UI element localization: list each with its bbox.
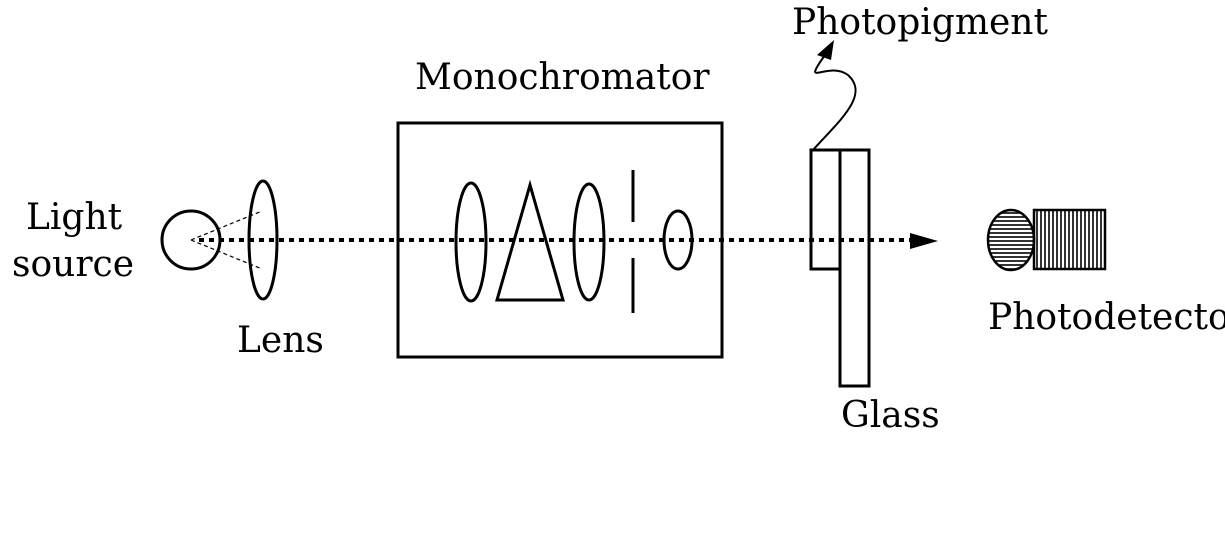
photopigment-pointer-arrowhead [817, 40, 834, 60]
glass-label: Glass [841, 395, 940, 436]
monochromator-label: Monochromator [415, 57, 710, 98]
prism [495, 179, 565, 302]
photodetector-body [1032, 208, 1107, 271]
light-source-label-line2: source [12, 244, 135, 285]
monochromator-lens-3 [662, 209, 694, 271]
photopigment-pointer [812, 54, 857, 151]
photodetector [986, 208, 1107, 272]
beam-arrowhead [910, 233, 938, 249]
photopigment-layer [809, 148, 842, 271]
photodetector-label: Photodetector [988, 297, 1225, 338]
glass-plate [838, 148, 871, 388]
lens-label: Lens [237, 320, 324, 361]
monochromator-lens-1 [454, 181, 488, 303]
photodetector-window [986, 208, 1036, 272]
light-source-label-line1: Light [26, 197, 123, 238]
photopigment-label: Photopigment [792, 2, 1048, 43]
